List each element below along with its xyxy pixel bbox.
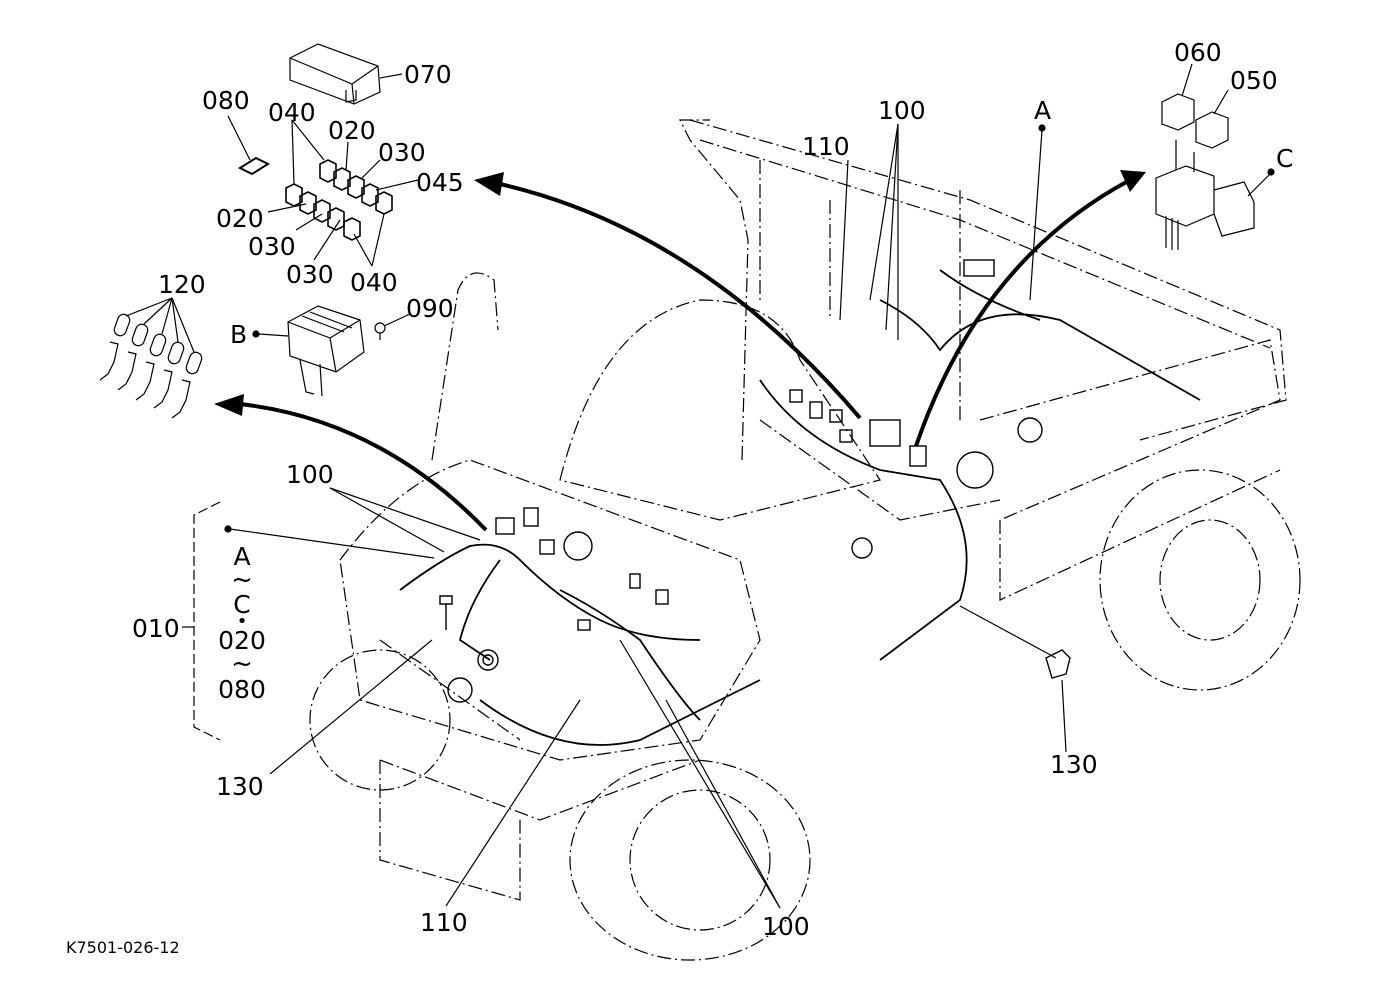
relay-block-b (252, 305, 411, 397)
assembly-tilde-1: ~ (231, 565, 253, 595)
part-label-100-left: 100 (286, 460, 334, 489)
part-label-040-bottom: 040 (350, 268, 398, 297)
callout-arrows (239, 178, 1131, 532)
part-label-030-left: 030 (248, 232, 296, 261)
fuse-box-cover-070 (289, 43, 403, 105)
blade-fuses-group (285, 159, 393, 241)
assembly-line-080: 080 (218, 674, 266, 704)
ref-letter-b: B (230, 320, 248, 349)
ref-letter-a: A (1034, 96, 1052, 125)
part-label-110-bottom: 110 (420, 908, 468, 937)
arrow-head-bulbs (214, 394, 244, 416)
main-leader-lines (224, 123, 1067, 909)
assembly-line-a: A (233, 542, 251, 571)
part-label-130-left: 130 (216, 772, 264, 801)
assembly-contents: A ~ C • 020 ~ 080 (216, 544, 268, 702)
fuse-080 (227, 115, 271, 176)
relays-c-block (1155, 63, 1275, 250)
part-label-100-top: 100 (878, 96, 926, 125)
part-label-110-top: 110 (802, 132, 850, 161)
part-label-130-right: 130 (1050, 750, 1098, 779)
assembly-line-020: 020 (218, 626, 266, 656)
assembly-separator: • (236, 611, 248, 633)
part-label-080: 080 (202, 86, 250, 115)
part-label-030-top: 030 (378, 138, 426, 167)
part-label-040-top: 040 (268, 98, 316, 127)
assembly-line-c: C (233, 590, 251, 620)
part-label-045: 045 (416, 168, 464, 197)
arrow-head-fuses (474, 172, 504, 196)
bulb-sockets-120 (99, 297, 203, 419)
vehicle-outline (309, 119, 1301, 961)
dash-components (439, 259, 1071, 703)
part-label-120: 120 (158, 270, 206, 299)
arrow-head-relays (1120, 170, 1146, 192)
assembly-tilde-2: ~ (231, 649, 253, 680)
wire-harness (399, 269, 1201, 746)
part-label-020-left: 020 (216, 204, 264, 233)
part-label-050: 050 (1230, 66, 1278, 95)
ref-letter-c: C (1276, 144, 1294, 173)
part-label-020-top: 020 (328, 116, 376, 145)
part-label-070: 070 (404, 60, 452, 89)
part-label-090: 090 (406, 294, 454, 323)
part-label-010: 010 (132, 614, 180, 643)
part-label-100-bottom: 100 (762, 912, 810, 941)
drawing-number: K7501-026-12 (66, 938, 180, 957)
fuse-leader-lines (267, 119, 419, 267)
assembly-bracket (182, 501, 221, 741)
part-label-030-bottom: 030 (286, 260, 334, 289)
part-label-060: 060 (1174, 38, 1222, 67)
